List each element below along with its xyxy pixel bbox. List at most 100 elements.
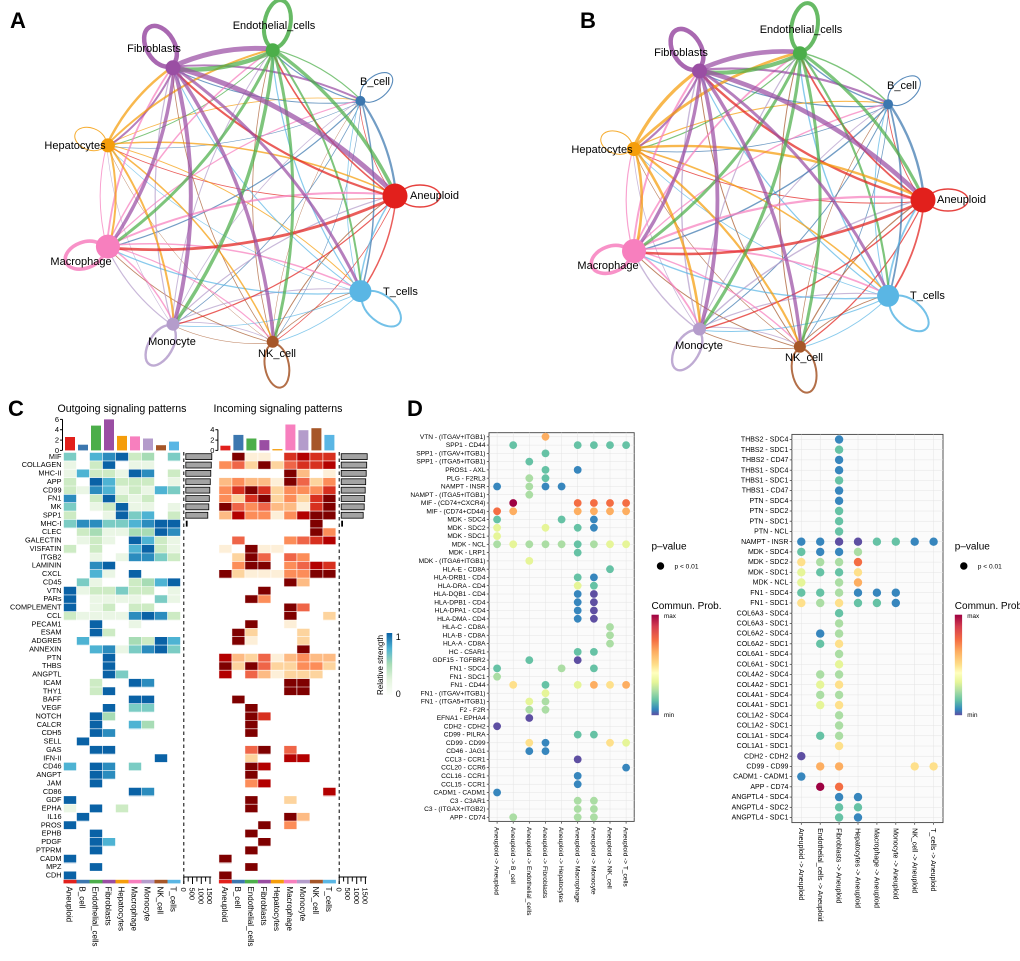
svg-text:GDF: GDF (46, 795, 62, 804)
svg-text:C3 - C3AR1: C3 - C3AR1 (450, 798, 486, 805)
svg-text:COL1A2 - SDC1: COL1A2 - SDC1 (737, 723, 789, 730)
svg-text:CD86: CD86 (43, 787, 62, 796)
svg-text:COL4A2 - SDC4: COL4A2 - SDC4 (737, 672, 789, 679)
svg-text:COL6A3 - SDC4: COL6A3 - SDC4 (737, 610, 789, 617)
svg-text:CDH2 - CDH2: CDH2 - CDH2 (744, 753, 788, 760)
svg-text:PTN - SDC4: PTN - SDC4 (749, 498, 788, 505)
svg-text:2: 2 (210, 436, 214, 445)
svg-text:CXCL: CXCL (42, 569, 61, 578)
svg-text:CD99 - PILRA: CD99 - PILRA (444, 732, 486, 739)
svg-text:HC - C5AR1: HC - C5AR1 (449, 649, 486, 656)
svg-text:IL16: IL16 (47, 812, 61, 821)
svg-text:Commun. Prob.: Commun. Prob. (652, 601, 722, 612)
svg-text:NK_cell: NK_cell (156, 887, 165, 915)
svg-text:GALECTIN: GALECTIN (25, 536, 62, 545)
svg-text:p–value: p–value (652, 542, 687, 553)
svg-text:Macrophage: Macrophage (50, 256, 111, 268)
svg-text:MDK - (ITGA6+ITGB1): MDK - (ITGA6+ITGB1) (419, 558, 486, 565)
svg-text:Fibroblasts: Fibroblasts (127, 43, 181, 55)
svg-text:HLA-DPB1 - CD4: HLA-DPB1 - CD4 (434, 599, 486, 606)
svg-text:MPZ: MPZ (46, 862, 62, 871)
svg-text:MDK - SDC1: MDK - SDC1 (748, 569, 789, 576)
svg-text:PDGF: PDGF (41, 837, 62, 846)
svg-text:Macrophage: Macrophage (285, 887, 294, 932)
svg-text:Aneuploid -> Aneuploid: Aneuploid -> Aneuploid (493, 827, 500, 895)
svg-text:Aneuploid -> Macrophage: Aneuploid -> Macrophage (573, 827, 580, 903)
svg-text:Hepatocytes: Hepatocytes (44, 140, 106, 152)
svg-text:D: D (407, 396, 423, 421)
svg-text:COL6A1 - SDC1: COL6A1 - SDC1 (737, 661, 789, 668)
svg-text:CD46 - JAG1: CD46 - JAG1 (446, 748, 486, 755)
svg-text:0: 0 (396, 689, 401, 699)
svg-text:4: 4 (55, 425, 59, 434)
svg-text:MK: MK (51, 502, 62, 511)
svg-text:CADM1 - CADM1: CADM1 - CADM1 (433, 790, 485, 797)
svg-text:PECAM1: PECAM1 (31, 619, 61, 628)
svg-text:p < 0.01: p < 0.01 (675, 564, 699, 571)
svg-text:THBS1 - SDC4: THBS1 - SDC4 (741, 467, 789, 474)
svg-text:Fibroblasts: Fibroblasts (104, 887, 113, 926)
svg-text:Hepatocytes -> Aneuploid: Hepatocytes -> Aneuploid (854, 828, 861, 908)
svg-text:p < 0.01: p < 0.01 (978, 564, 1002, 571)
svg-text:Aneuploid -> Fibroblasts: Aneuploid -> Fibroblasts (541, 827, 548, 899)
svg-text:Monocyte: Monocyte (143, 887, 152, 922)
svg-text:ITGB2: ITGB2 (40, 552, 61, 561)
svg-text:NK_cell -> Aneuploid: NK_cell -> Aneuploid (910, 828, 917, 893)
svg-text:CD46: CD46 (43, 762, 62, 771)
svg-text:PTN: PTN (47, 653, 62, 662)
svg-text:ANGPT: ANGPT (36, 770, 62, 779)
svg-text:FN1 - SDC1: FN1 - SDC1 (450, 674, 486, 681)
svg-text:FN1 - (ITGA5+ITGB1): FN1 - (ITGA5+ITGB1) (421, 699, 486, 706)
svg-text:T_cells: T_cells (169, 887, 178, 912)
svg-text:Incoming signaling patterns: Incoming signaling patterns (214, 403, 343, 415)
svg-text:ANGPTL4 - SDC1: ANGPTL4 - SDC1 (732, 815, 789, 822)
svg-text:0: 0 (210, 446, 214, 455)
svg-text:MDK - SDC4: MDK - SDC4 (447, 517, 485, 524)
svg-text:Outgoing signaling patterns: Outgoing signaling patterns (58, 403, 187, 415)
svg-text:EPHA: EPHA (42, 804, 62, 813)
svg-text:MDK - SDC1: MDK - SDC1 (447, 533, 485, 540)
svg-text:1000: 1000 (352, 888, 361, 905)
svg-text:MIF: MIF (49, 452, 62, 461)
svg-text:MDK - SDC2: MDK - SDC2 (447, 525, 485, 532)
svg-text:COL6A2 - SDC1: COL6A2 - SDC1 (737, 641, 789, 648)
svg-text:CADM1 - CADM1: CADM1 - CADM1 (733, 774, 788, 781)
svg-text:SPP1 - CD44: SPP1 - CD44 (446, 442, 486, 449)
svg-text:COL6A2 - SDC4: COL6A2 - SDC4 (737, 631, 789, 638)
svg-text:APP: APP (47, 477, 62, 486)
svg-text:B_cell: B_cell (360, 76, 390, 88)
svg-text:IFN-II: IFN-II (43, 753, 61, 762)
svg-text:Hepatocytes: Hepatocytes (272, 887, 281, 931)
svg-text:B_cell: B_cell (233, 887, 242, 909)
svg-text:MDK - NCL: MDK - NCL (452, 541, 486, 548)
svg-text:C3 - (ITGAX+ITGB2): C3 - (ITGAX+ITGB2) (424, 806, 485, 813)
svg-text:Fibroblasts: Fibroblasts (259, 887, 268, 926)
svg-text:Aneuploid -> Monocyte: Aneuploid -> Monocyte (590, 827, 597, 895)
svg-text:ADGRE5: ADGRE5 (31, 636, 61, 645)
svg-text:FN1 - (ITGAV+ITGB1): FN1 - (ITGAV+ITGB1) (421, 690, 486, 697)
svg-text:500: 500 (188, 888, 197, 901)
svg-text:A: A (10, 8, 26, 33)
svg-text:ESAM: ESAM (41, 628, 62, 637)
svg-text:EPHB: EPHB (42, 829, 62, 838)
svg-text:GAS: GAS (46, 745, 62, 754)
svg-text:COL1A2 - SDC4: COL1A2 - SDC4 (737, 712, 789, 719)
svg-text:ANGPTL4 - SDC4: ANGPTL4 - SDC4 (732, 794, 789, 801)
svg-text:HLA-DPA1 - CD4: HLA-DPA1 - CD4 (435, 608, 486, 615)
svg-text:Relative strength: Relative strength (376, 635, 385, 695)
svg-text:HLA-DMA - CD4: HLA-DMA - CD4 (437, 616, 486, 623)
svg-text:CDH5: CDH5 (42, 728, 62, 737)
svg-text:SPP1 - (ITGAV+ITGB1): SPP1 - (ITGAV+ITGB1) (416, 451, 485, 458)
svg-text:MDK - NCL: MDK - NCL (753, 580, 789, 587)
svg-text:COL6A1 - SDC4: COL6A1 - SDC4 (737, 651, 789, 658)
svg-text:ICAM: ICAM (43, 678, 61, 687)
svg-text:NAMPT - INSR: NAMPT - INSR (741, 539, 788, 546)
svg-text:COLLAGEN: COLLAGEN (22, 460, 62, 469)
svg-text:THBS2 - SDC4: THBS2 - SDC4 (741, 437, 789, 444)
svg-text:MHC-I: MHC-I (40, 519, 61, 528)
svg-text:Hepatocytes: Hepatocytes (117, 887, 126, 931)
svg-text:VTN: VTN (47, 586, 62, 595)
svg-text:Endothelial_cells: Endothelial_cells (760, 24, 843, 36)
svg-text:Aneuploid -> Endothelial_cells: Aneuploid -> Endothelial_cells (525, 827, 532, 916)
svg-text:GDF15 - TGFBR2: GDF15 - TGFBR2 (432, 657, 485, 664)
